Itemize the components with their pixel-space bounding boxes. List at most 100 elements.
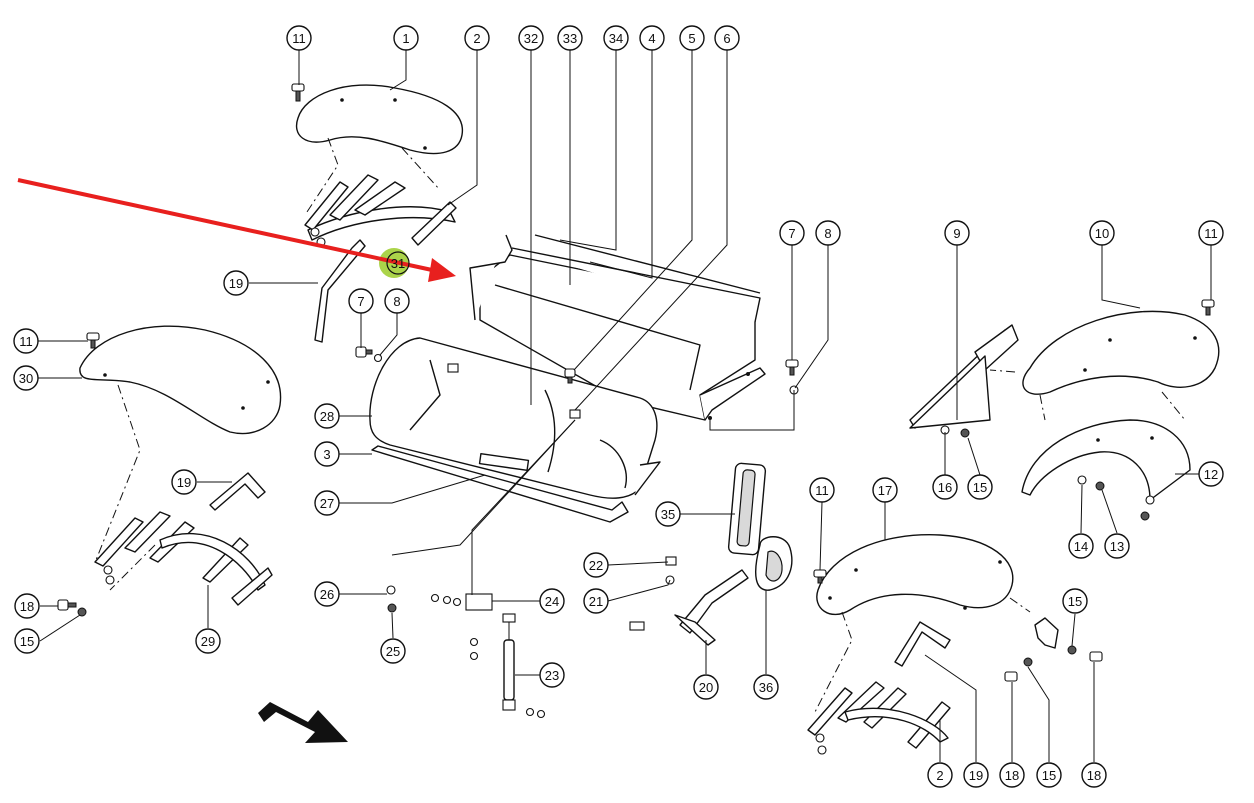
callout-label: 24 bbox=[545, 594, 559, 609]
callout-circle bbox=[539, 588, 565, 614]
callout-5: 5 bbox=[679, 25, 705, 51]
callout-23: 23 bbox=[539, 662, 565, 688]
callout-12: 12 bbox=[1198, 461, 1224, 487]
callout-circle bbox=[14, 593, 40, 619]
callout-1: 1 bbox=[393, 25, 419, 51]
fender-right-12 bbox=[1021, 419, 1191, 501]
callout-11-d: 11 bbox=[809, 477, 835, 503]
callout-19-c: 19 bbox=[963, 762, 989, 788]
mount-bracket-9 bbox=[909, 324, 1019, 429]
callout-circle bbox=[386, 251, 410, 275]
callout-18-a: 18 bbox=[14, 593, 40, 619]
strip-19-a bbox=[314, 239, 366, 343]
callout-label: 7 bbox=[788, 226, 795, 241]
callout-21: 21 bbox=[583, 588, 609, 614]
callout-label: 26 bbox=[320, 587, 334, 602]
callout-label: 11 bbox=[1204, 226, 1218, 241]
callout-circle bbox=[13, 365, 39, 391]
callout-label: 14 bbox=[1074, 539, 1088, 554]
callout-circle bbox=[1089, 220, 1115, 246]
callout-circle bbox=[314, 581, 340, 607]
bracket-set-bottom-right bbox=[807, 569, 1103, 755]
callout-9: 9 bbox=[944, 220, 970, 246]
callout-16: 16 bbox=[932, 474, 958, 500]
callout-circle bbox=[809, 477, 835, 503]
callout-33: 33 bbox=[557, 25, 583, 51]
callout-circle bbox=[393, 25, 419, 51]
callout-29: 29 bbox=[195, 628, 221, 654]
callout-7-a: 7 bbox=[779, 220, 805, 246]
callout-24: 24 bbox=[539, 588, 565, 614]
callout-label: 15 bbox=[973, 480, 987, 495]
callout-label: 18 bbox=[1087, 768, 1101, 783]
callout-circle bbox=[779, 220, 805, 246]
callout-circle bbox=[286, 25, 312, 51]
bracket-set-left bbox=[94, 472, 273, 606]
callout-label: 6 bbox=[723, 31, 730, 46]
callout-label: 7 bbox=[357, 294, 364, 309]
callout-circle bbox=[464, 25, 490, 51]
callout-15-b: 15 bbox=[14, 628, 40, 654]
callout-13: 13 bbox=[1104, 533, 1130, 559]
callout-circle bbox=[655, 501, 681, 527]
callout-label: 15 bbox=[1042, 768, 1056, 783]
callout-20: 20 bbox=[693, 674, 719, 700]
callout-19-b: 19 bbox=[171, 469, 197, 495]
callout-label: 2 bbox=[936, 768, 943, 783]
gas-spring bbox=[386, 585, 546, 719]
callout-label: 8 bbox=[393, 294, 400, 309]
callout-circle bbox=[1198, 220, 1224, 246]
fender-left bbox=[79, 325, 282, 591]
callout-label: 21 bbox=[589, 594, 603, 609]
fender-right-10 bbox=[989, 310, 1220, 421]
callout-circle bbox=[195, 628, 221, 654]
callout-circle bbox=[380, 638, 406, 664]
callout-label: 3 bbox=[323, 447, 330, 462]
callout-circle bbox=[927, 762, 953, 788]
callout-circle bbox=[639, 25, 665, 51]
callout-label: 32 bbox=[524, 31, 538, 46]
fender-top-left bbox=[295, 84, 464, 216]
callout-30: 30 bbox=[13, 365, 39, 391]
callout-label: 19 bbox=[177, 475, 191, 490]
callout-circle bbox=[171, 469, 197, 495]
callout-15-a: 15 bbox=[967, 474, 993, 500]
callout-circle bbox=[583, 588, 609, 614]
callout-circle bbox=[815, 220, 841, 246]
callout-circle bbox=[314, 403, 340, 429]
callout-31: 31 bbox=[386, 251, 410, 275]
seat-assembly bbox=[629, 462, 793, 646]
callout-label: 16 bbox=[938, 480, 952, 495]
callout-circle bbox=[872, 477, 898, 503]
battery-tray bbox=[469, 234, 766, 421]
callout-17: 17 bbox=[872, 477, 898, 503]
callout-circle bbox=[963, 762, 989, 788]
callout-15-c: 15 bbox=[1062, 588, 1088, 614]
callout-label: 4 bbox=[648, 31, 655, 46]
callout-circle bbox=[967, 474, 993, 500]
callout-label: 19 bbox=[229, 276, 243, 291]
callout-11-a: 11 bbox=[286, 25, 312, 51]
bolt-11-a bbox=[291, 83, 305, 102]
callout-11-c: 11 bbox=[13, 328, 39, 354]
callout-label: 5 bbox=[688, 31, 695, 46]
callout-circle bbox=[518, 25, 544, 51]
callout-10: 10 bbox=[1089, 220, 1115, 246]
callout-27: 27 bbox=[314, 490, 340, 516]
callout-circle bbox=[1062, 588, 1088, 614]
callout-25: 25 bbox=[380, 638, 406, 664]
callout-18-b: 18 bbox=[999, 762, 1025, 788]
callout-label: 33 bbox=[563, 31, 577, 46]
callout-label: 15 bbox=[20, 634, 34, 649]
callout-3: 3 bbox=[314, 441, 340, 467]
callout-15-d: 15 bbox=[1036, 762, 1062, 788]
callout-22: 22 bbox=[583, 552, 609, 578]
callout-label: 28 bbox=[320, 409, 334, 424]
callout-label: 23 bbox=[545, 668, 559, 683]
travel-direction-arrow bbox=[258, 702, 348, 743]
callout-label: 12 bbox=[1204, 467, 1218, 482]
callout-circle bbox=[693, 674, 719, 700]
callout-label: 11 bbox=[292, 31, 306, 46]
callout-label: 18 bbox=[20, 599, 34, 614]
